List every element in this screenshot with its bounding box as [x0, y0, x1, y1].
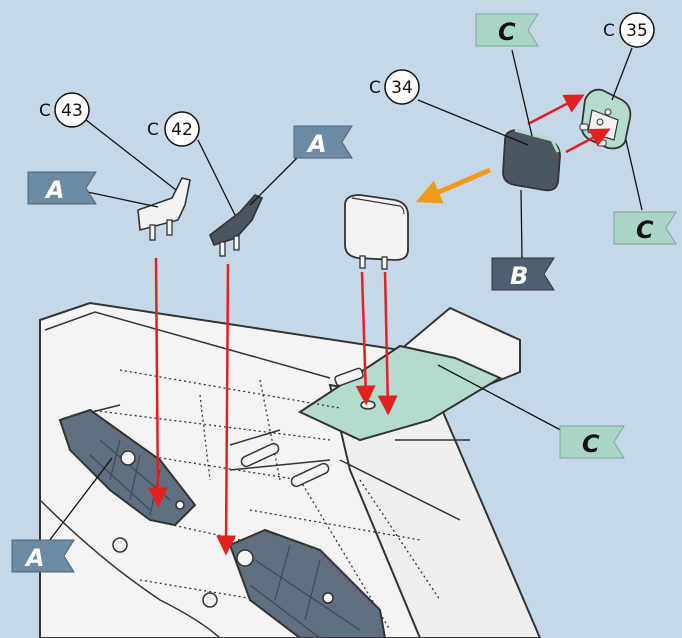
assembled-light-box	[344, 194, 409, 270]
callout-42: C 42	[147, 111, 200, 147]
part-43	[137, 177, 191, 241]
leader-lines	[45, 47, 643, 546]
flag-a-bottom: A	[11, 539, 75, 573]
callout-43-prefix: C	[39, 101, 51, 121]
right-wheel-bay	[228, 528, 387, 638]
fairing-hole	[360, 400, 376, 410]
assembly-arrows	[147, 94, 611, 556]
callout-42-number: 42	[171, 120, 193, 140]
right-bay-hole	[322, 592, 334, 604]
callout-35: C 35	[603, 12, 655, 48]
callout-35-prefix: C	[603, 21, 615, 41]
flag-c-right-letter: C	[636, 216, 654, 244]
wing-leading-edge	[44, 311, 331, 379]
flag-c-right: C	[613, 211, 677, 245]
flag-c-wing-letter: C	[582, 430, 600, 458]
wing-rivet-2	[112, 537, 128, 553]
callout-42-prefix: C	[147, 120, 159, 140]
callout-34-prefix: C	[369, 78, 381, 98]
flag-b-letter: B	[510, 262, 528, 290]
arrow-part43-to-left-bay	[147, 257, 168, 508]
fairing-slot	[334, 367, 364, 387]
arrow-box-peg1-to-fairing	[355, 271, 376, 406]
flag-a-mid: A	[293, 125, 353, 159]
wing-assembly	[39, 301, 542, 638]
flag-a-bottom-letter: A	[24, 544, 45, 572]
flag-c-top: C	[475, 13, 539, 47]
flag-b: B	[491, 257, 555, 291]
callout-43-number: 43	[61, 101, 83, 121]
callout-34-number: 34	[391, 78, 413, 98]
callout-43: C 43	[39, 92, 90, 128]
arrow-part42-to-right-bay	[216, 263, 237, 556]
left-bay-peg	[120, 450, 136, 466]
arrow-part34-to-part35-upper	[527, 94, 585, 126]
lower-fuselage-detail	[39, 499, 221, 638]
callout-35-number: 35	[626, 21, 648, 41]
part-34	[502, 128, 561, 192]
lower-detail-slot-2	[290, 462, 330, 488]
left-bay-hole	[175, 500, 185, 510]
part-42	[209, 194, 264, 257]
arrow-result-orange	[415, 167, 491, 204]
flag-a-left: A	[27, 171, 97, 205]
callout-34: C 34	[369, 69, 420, 105]
arrow-box-peg2-to-fairing	[377, 271, 398, 416]
lower-detail-slot-1	[240, 442, 280, 468]
flag-c-wing: C	[559, 425, 625, 459]
wing-rivet-1	[202, 592, 218, 608]
flag-a-mid-letter: A	[306, 130, 327, 158]
flag-c-top-letter: C	[498, 18, 516, 46]
arrow-part34-to-part35-lower	[565, 128, 611, 154]
green-fairing-panel	[297, 344, 503, 442]
right-bay-peg	[236, 549, 254, 567]
flag-a-left-letter: A	[44, 176, 65, 204]
